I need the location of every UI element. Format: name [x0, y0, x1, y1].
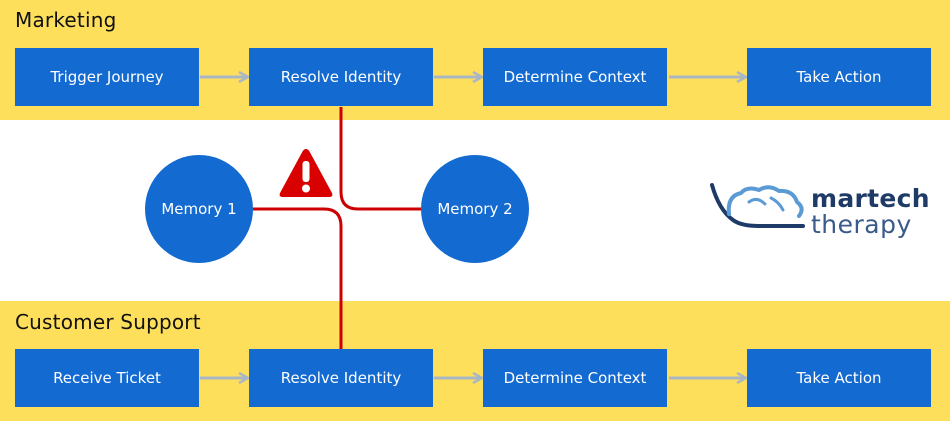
brain-logo-icon: [710, 183, 805, 228]
conflict-line-memory-2: [339, 107, 421, 211]
memory-1-node: Memory 1: [145, 155, 253, 263]
marketing-step-take-action: Take Action: [747, 48, 931, 106]
marketing-step-determine-context: Determine Context: [483, 48, 667, 106]
marketing-step-resolve-identity: Resolve Identity: [249, 48, 433, 106]
logo-text-therapy: therapy: [811, 210, 912, 239]
martech-therapy-logo: martech therapy: [709, 180, 930, 240]
memory-2-node: Memory 2: [421, 155, 529, 263]
support-title: Customer Support: [15, 310, 201, 334]
support-step-determine-context: Determine Context: [483, 349, 667, 407]
logo-text-martech: martech: [811, 184, 930, 213]
marketing-step-trigger-journey: Trigger Journey: [15, 48, 199, 106]
support-step-receive-ticket: Receive Ticket: [15, 349, 199, 407]
conflict-line-memory-1: [253, 207, 343, 350]
warning-icon: [279, 149, 333, 197]
support-step-take-action: Take Action: [747, 349, 931, 407]
support-step-resolve-identity: Resolve Identity: [249, 349, 433, 407]
marketing-title: Marketing: [15, 8, 117, 32]
